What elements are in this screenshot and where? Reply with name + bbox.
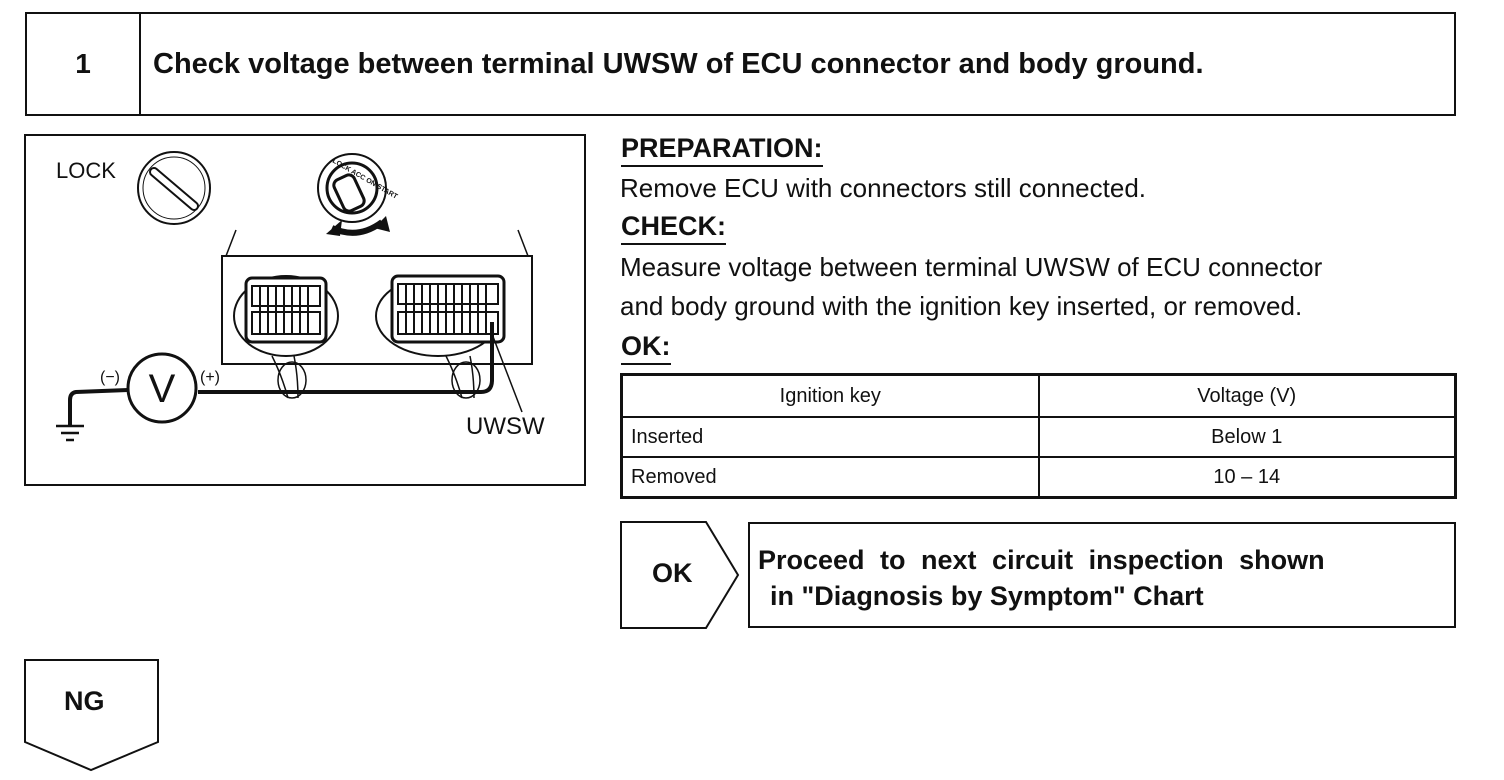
- ground-symbol-icon: [56, 424, 84, 442]
- negative-lead-label: (−): [100, 369, 120, 386]
- column-header-voltage: Voltage (V): [1037, 373, 1457, 418]
- column-header-ignition-key: Ignition key: [620, 373, 1040, 418]
- voltage-spec-table: Ignition key Voltage (V) Inserted Below …: [620, 373, 1457, 499]
- wiring-illustration: LOCK LOCK ACC ON START: [24, 134, 586, 486]
- voltmeter-symbol: V: [149, 367, 176, 411]
- ok-result-line-1: Proceed to next circuit inspection shown: [758, 545, 1325, 575]
- key-cylinder-icon: [137, 151, 211, 225]
- preparation-heading: PREPARATION:: [621, 133, 823, 167]
- table-cell-ignition-key: Removed: [620, 456, 1040, 499]
- probe-wire-positive: [198, 322, 494, 394]
- table-header-row: Ignition key Voltage (V): [620, 373, 1457, 418]
- positive-lead-label: (+): [200, 369, 220, 386]
- ok-result-line-2: in "Diagnosis by Symptom" Chart: [770, 581, 1204, 611]
- ok-flag-label: OK: [652, 558, 693, 588]
- table-cell-voltage: Below 1: [1037, 416, 1457, 458]
- ecu-connector-right: [375, 274, 506, 399]
- ng-flag: NG: [24, 658, 160, 772]
- ignition-switch-icon: LOCK ACC ON START: [317, 153, 399, 236]
- ok-result-text: Proceed to next circuit inspection shown…: [758, 542, 1325, 614]
- down-arrow-flag-icon: [24, 659, 159, 772]
- table-cell-ignition-key: Inserted: [620, 416, 1040, 458]
- table-row: Removed 10 – 14: [620, 456, 1457, 499]
- ok-heading: OK:: [621, 331, 671, 365]
- table-row: Inserted Below 1: [620, 416, 1457, 458]
- probe-wire-negative: [68, 388, 129, 426]
- illustration-drawing: LOCK LOCK ACC ON START: [56, 151, 545, 442]
- ok-flag: OK: [620, 520, 742, 630]
- ok-result-box: Proceed to next circuit inspection shown…: [748, 522, 1456, 628]
- terminal-label: UWSW: [466, 413, 545, 440]
- step-title: Check voltage between terminal UWSW of E…: [153, 47, 1204, 80]
- step-number: 1: [27, 14, 141, 114]
- right-arrow-flag-icon: [620, 521, 740, 629]
- check-text-line-1: Measure voltage between terminal UWSW of…: [620, 252, 1323, 282]
- ecu-connector-left: [233, 275, 339, 399]
- lock-label: LOCK: [56, 158, 116, 183]
- preparation-text: Remove ECU with connectors still connect…: [620, 173, 1147, 203]
- check-heading: CHECK:: [621, 211, 726, 245]
- table-cell-voltage: 10 – 14: [1037, 456, 1457, 499]
- voltmeter-icon: V: [126, 352, 198, 424]
- ng-flag-label: NG: [64, 686, 105, 716]
- step-header: 1 Check voltage between terminal UWSW of…: [25, 12, 1456, 116]
- check-text-line-2: and body ground with the ignition key in…: [620, 291, 1303, 321]
